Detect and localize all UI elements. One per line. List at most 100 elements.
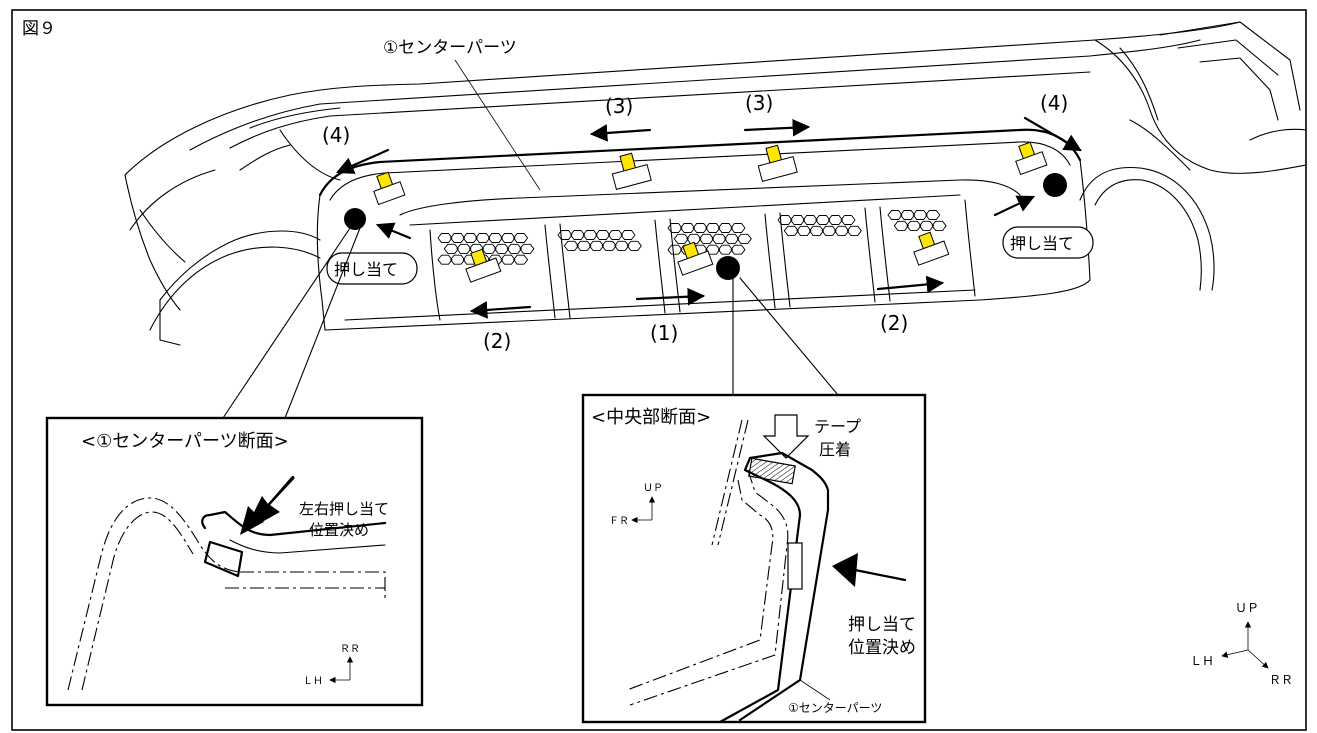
part-label: ①センターパーツ <box>383 38 517 58</box>
tape-strip <box>373 171 406 206</box>
detail-center-axis-up: ＵＰ <box>643 483 663 494</box>
step-label-4-left: (4) <box>322 123 350 147</box>
honeycomb-cell <box>513 233 529 243</box>
honeycomb-cell <box>893 220 909 231</box>
part-label-leader <box>454 59 541 191</box>
detail-center-axis-left: ＦＲ <box>609 516 629 527</box>
honeycomb-cell <box>557 230 573 240</box>
detail-center-press-2: 位置決め <box>848 638 916 658</box>
press-callout-right: 押し当て <box>1002 226 1094 259</box>
honeycomb-cell <box>506 243 522 254</box>
honeycomb-cell <box>808 225 825 236</box>
detail-center-title: <中央部断面> <box>591 407 711 428</box>
honeycomb-cell <box>601 240 617 251</box>
honeycomb-cell <box>692 223 708 233</box>
detail-left-note-1: 左右押し当て <box>299 500 389 518</box>
double-sided-tapes <box>373 141 1048 283</box>
tape-strip <box>677 241 714 276</box>
step-labels: (3) (3) (4) (4) (2) (1) (2) <box>322 91 1068 353</box>
orientation-rear: ＲＲ <box>1269 673 1293 687</box>
honeycomb-cell <box>918 220 935 231</box>
honeycomb-cell <box>796 225 812 236</box>
honeycomb-cell <box>698 233 715 244</box>
honeycomb-cell <box>450 233 466 243</box>
press-callout-left-text: 押し当て <box>334 260 398 279</box>
locating-point-center <box>716 256 740 280</box>
honeycomb-cell <box>487 254 503 265</box>
honeycomb-cell <box>730 223 746 233</box>
step-arrow-4-right <box>1023 116 1082 152</box>
honeycomb-cell <box>576 240 592 251</box>
step-arrow-4-left <box>335 148 390 174</box>
step-arrow-2-right <box>876 275 945 294</box>
honeycomb-cell <box>513 254 529 265</box>
honeycomb-cell <box>437 233 453 243</box>
detail-left-axis-left: ＬＨ <box>303 676 323 687</box>
step-arrow-3-left <box>589 124 652 142</box>
bumper-outline <box>124 21 1307 346</box>
locating-point-right <box>1043 173 1067 197</box>
press-arrow-left <box>375 222 412 240</box>
honeycomb-cell <box>667 223 683 233</box>
detail-left: <①センターパーツ断面> 左右押し当て 位置決め ＲＲ ＬＨ <box>45 416 424 707</box>
honeycomb-cell <box>925 210 941 220</box>
honeycomb-cell <box>494 243 510 254</box>
honeycomb-cell <box>724 233 740 244</box>
press-arrow-right <box>993 195 1035 217</box>
honeycomb-cell <box>450 254 466 265</box>
detail-center-part-label: ①センターパーツ <box>788 701 882 715</box>
tape-press-arrow <box>762 414 810 459</box>
orientation-left: ＬＨ <box>1190 654 1214 668</box>
detail-center: <中央部断面> テープ 圧着 押し当て 位置決め ①センターパーツ ＵＰ ＦＲ <box>581 393 927 724</box>
detail-center-tape <box>748 457 796 485</box>
honeycomb-cell <box>475 233 491 243</box>
honeycomb-grilles <box>437 210 947 265</box>
honeycomb-cell <box>730 244 746 255</box>
honeycomb-cell <box>500 233 516 243</box>
honeycomb-cell <box>736 233 752 244</box>
figure-label: 図９ <box>22 19 56 39</box>
step-label-2-left: (2) <box>483 329 511 353</box>
honeycomb-cell <box>614 240 630 251</box>
detail-left-title: <①センターパーツ断面> <box>81 431 289 452</box>
honeycomb-cell <box>487 233 503 243</box>
detail-center-tape-2: 圧着 <box>819 440 851 459</box>
honeycomb-cell <box>711 233 727 244</box>
honeycomb-cell <box>840 215 856 225</box>
honeycomb-cell <box>680 223 696 233</box>
honeycomb-cell <box>783 225 799 236</box>
honeycomb-cell <box>912 210 928 220</box>
honeycomb-cell <box>900 210 916 220</box>
honeycomb-cell <box>931 220 947 231</box>
honeycomb-cell <box>834 225 850 236</box>
step-arrows <box>335 116 1082 319</box>
honeycomb-cell <box>437 254 453 265</box>
tape-strip <box>757 144 798 183</box>
honeycomb-cell <box>582 230 598 240</box>
step-label-1: (1) <box>650 321 678 345</box>
honeycomb-cell <box>705 244 721 255</box>
honeycomb-cell <box>500 254 516 265</box>
locating-point-left <box>344 208 366 230</box>
detail-leaders <box>222 227 839 419</box>
step-label-3-left: (3) <box>605 94 633 118</box>
tape-strip <box>913 231 950 266</box>
detail-left-axis-up: ＲＲ <box>340 644 360 655</box>
honeycomb-cell <box>673 233 689 244</box>
honeycomb-cell <box>588 240 605 251</box>
detail-center-press-1: 押し当て <box>848 615 916 635</box>
step-label-2-right: (2) <box>880 311 908 335</box>
step-arrow-2-left <box>469 301 532 319</box>
tape-strip <box>465 248 502 283</box>
tape-strip <box>611 152 652 191</box>
honeycomb-cell <box>519 243 535 254</box>
step-arrow-1 <box>635 287 706 306</box>
honeycomb-cell <box>595 230 611 240</box>
orientation-up: ＵＰ <box>1235 601 1259 615</box>
honeycomb-cell <box>802 215 818 225</box>
honeycomb-cell <box>481 243 497 254</box>
honeycomb-cell <box>456 243 472 254</box>
tape-strip <box>1015 141 1048 176</box>
honeycomb-cell <box>887 210 903 220</box>
